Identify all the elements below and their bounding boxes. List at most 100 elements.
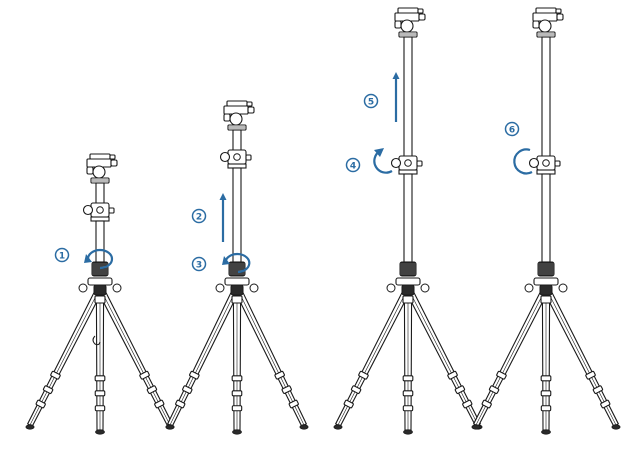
tripod-1-column-grip: [91, 261, 109, 277]
tripod-4-head: [532, 7, 564, 38]
tripod-1-collar-knob: [82, 204, 94, 216]
step-5-number: 5: [368, 97, 374, 107]
step-3-number: 3: [196, 260, 202, 270]
tripod-2-leg-center: [231, 293, 243, 435]
tripod-4-leg-center-lock: [540, 375, 552, 382]
tripod-2-head-plate: [226, 100, 248, 107]
rotate-arrow-step-3: [222, 252, 251, 274]
tripod-2-leg-left: [165, 291, 238, 430]
tripod-2-leg-center-lock: [231, 405, 243, 412]
tripod-2-leg-right-lock: [274, 370, 285, 380]
tripod-2-leg-left-foot: [165, 424, 175, 430]
tripod-4-leg-left-lock: [488, 385, 500, 394]
tripod-2-leg-left-lock: [182, 385, 193, 394]
tripod-1-hook: [92, 335, 101, 346]
tripod-2-leg-left-lock: [175, 399, 186, 409]
step-4-marker: 4: [345, 157, 361, 173]
tripod-4-leg-center: [540, 293, 552, 435]
tripod-1-leg-right-lock: [154, 399, 165, 409]
step-2-badge: [191, 208, 207, 224]
step-3-badge: [191, 256, 207, 272]
tripod-4-head-ball: [538, 19, 552, 33]
tripod-4-column-collar: [528, 155, 561, 175]
tripod-3-column-grip: [399, 261, 417, 277]
tripod-3-leg-left-lock: [350, 385, 362, 394]
tripod-4-upper-tube: [541, 173, 551, 263]
step-1-badge: [54, 247, 70, 263]
raise-arrow-step-5: [392, 72, 400, 122]
tripod-3-leg-hub: [386, 277, 430, 304]
step-2-marker: 2: [191, 208, 207, 224]
tripod-3-head: [394, 7, 426, 38]
tripod-1-leg-center-lock: [94, 390, 106, 397]
tripod-3-leg-center-lock: [402, 390, 414, 397]
tripod-2-head-ball: [229, 112, 243, 126]
tripod-1-head-ball: [92, 165, 106, 179]
tripod-2-leg-right-foot: [299, 424, 309, 430]
tripod-1-leg-right-lock: [139, 370, 150, 380]
tripod-2-leg-center-lock: [231, 390, 243, 397]
tripod-1-leg-center-lock: [94, 405, 106, 412]
step-1-number: 1: [59, 251, 65, 261]
tripod-3-leg-right-lock: [462, 399, 473, 409]
tripod-3-head-pan-knob: [394, 20, 402, 29]
tripod-3-head-plate-knob: [417, 8, 424, 14]
tripod-4-leg-center-lock: [540, 390, 552, 397]
rotate-arrow-step-1: [84, 248, 114, 270]
step-3-marker: 3: [191, 256, 207, 272]
step-6-number: 6: [509, 125, 515, 135]
tripod-4-column-grip: [537, 261, 555, 277]
tripod-4-head-pan-knob: [532, 20, 540, 29]
tripod-1-leg-center-foot: [95, 429, 105, 435]
tripod-4-leg-left: [471, 291, 547, 430]
tripod-4-leg-hub: [524, 277, 568, 304]
tripod-4-leg-left-lock: [496, 370, 507, 380]
tripods-layer: [25, 7, 621, 435]
tripod-1: [25, 153, 175, 435]
step-2-number: 2: [196, 212, 202, 222]
tripod-2-leg-left-lock: [189, 370, 200, 380]
tripod-3-column-collar: [390, 155, 423, 175]
tripod-3-upper-tube: [403, 173, 413, 263]
tripod-1-leg-right: [99, 291, 175, 430]
step-6-marker: 6: [504, 121, 520, 137]
tripod-1-head: [86, 153, 118, 184]
tripod-4-head-plate-knob: [555, 8, 562, 14]
tripod-1-column-collar: [82, 202, 115, 222]
tripod-4: [471, 7, 621, 435]
tripod-1-leg-left-foot: [25, 424, 35, 430]
tripod-2-leg-right: [236, 291, 309, 430]
tripod-3-leg-right-lock: [447, 370, 458, 380]
tripod-1-leg-left-lock: [50, 370, 61, 380]
tripod-3-leg-center-lock: [402, 405, 414, 412]
tripod-3-center-column: [403, 36, 413, 169]
tripod-3-leg-left-lock: [358, 370, 369, 380]
tripod-3-head-plate: [397, 7, 419, 14]
tripod-1-upper-tube: [95, 220, 105, 263]
raise-arrow-step-2: [219, 193, 227, 242]
tripod-1-leg-left-lock: [35, 399, 46, 409]
tripod-3-leg-center: [402, 293, 414, 435]
tripod-2-column-grip: [228, 261, 246, 277]
tripod-3-leg-left-lock: [343, 399, 354, 409]
tripod-3-head-ball: [400, 19, 414, 33]
tripod-1-leg-center: [94, 293, 106, 435]
tripod-2-collar-knob: [219, 151, 231, 163]
tripod-4-leg-right-foot: [611, 424, 621, 430]
tripod-3-leg-right-lock: [454, 385, 466, 394]
tripod-2-head-base: [227, 124, 247, 131]
tripod-2-leg-hub: [215, 277, 259, 304]
tripod-4-head-plate: [535, 7, 557, 14]
step-4-badge: [345, 157, 361, 173]
tripod-2-head-plate-knob: [246, 101, 253, 107]
tripod-2-column-collar: [219, 149, 252, 169]
step-1-marker: 1: [54, 247, 70, 263]
tripod-2-leg-center-foot: [232, 429, 242, 435]
tripod-2-head-clamp-knob: [247, 106, 255, 114]
tripod-1-leg-hub: [78, 277, 122, 304]
tripod-1-head-clamp-knob: [110, 159, 118, 167]
tripod-4-collar-knob: [528, 157, 540, 169]
tripod-4-leg-right-lock: [592, 385, 604, 394]
tripod-3-leg-left-foot: [333, 424, 343, 430]
